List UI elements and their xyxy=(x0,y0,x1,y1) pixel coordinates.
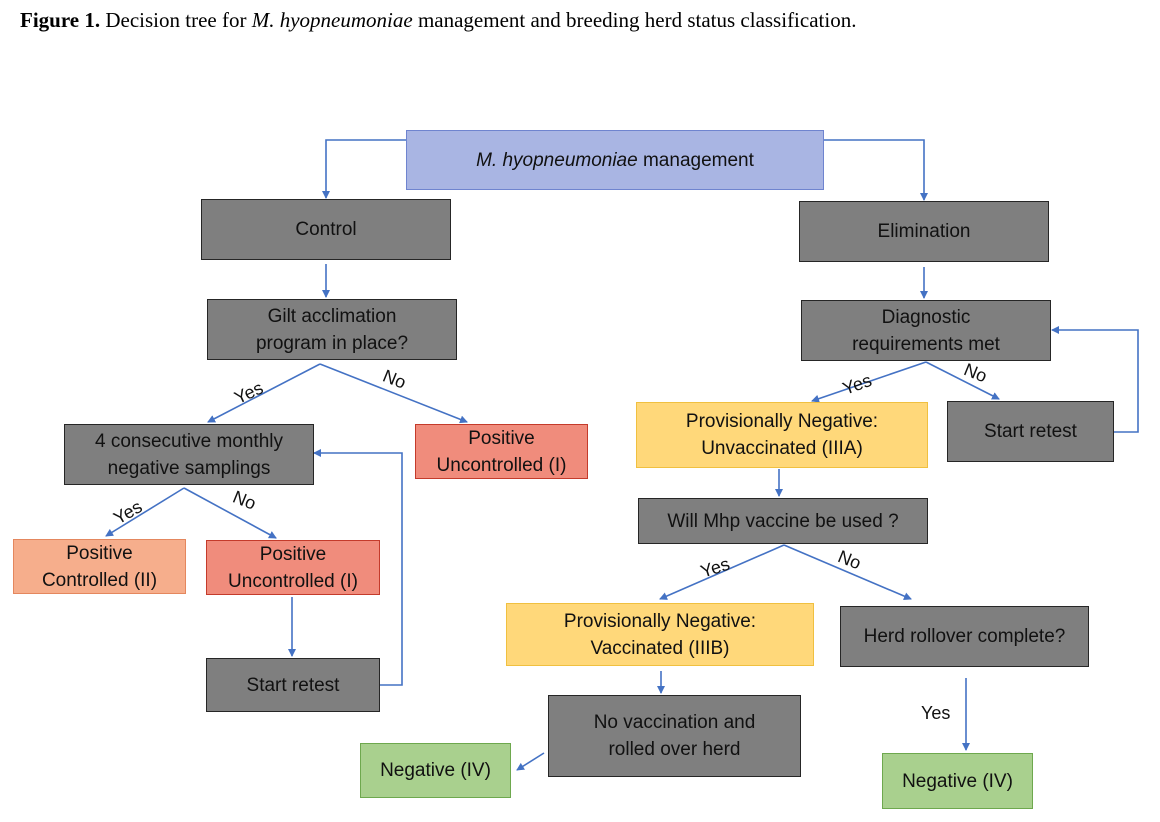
edge-label-rollover-yes: Yes xyxy=(921,703,950,723)
positive-controlled-line-1: Positive xyxy=(66,542,133,564)
diagnostic-question-line-2: requirements met xyxy=(852,333,1000,355)
edge-label-monthly-no: No xyxy=(230,487,259,514)
no-vaccination-line-1: No vaccination and xyxy=(593,712,756,733)
herd-rollover-label: Herd rollover complete? xyxy=(863,626,1066,647)
caption-text-after: management and breeding herd status clas… xyxy=(417,8,857,32)
negative-right-node: Negative (IV) xyxy=(882,753,1033,809)
caption-organism: M. hyopneumoniae xyxy=(251,8,413,32)
unvaccinated-line-2: Unvaccinated (IIIA) xyxy=(701,438,863,459)
start-retest-left-label: Start retest xyxy=(246,674,340,696)
vaccinated-line-1: Provisionally Negative: xyxy=(563,610,757,632)
start-retest-right-label: Start retest xyxy=(984,421,1077,442)
positive-controlled-node: Positive Controlled (II) xyxy=(13,539,186,594)
edge-retest-left-loop xyxy=(313,449,403,686)
positive-uncontrolled-bottom-line-2: Uncontrolled (I) xyxy=(228,570,358,592)
start-retest-left-node: Start retest xyxy=(206,658,380,712)
gilt-question-line-1: Gilt acclimation xyxy=(267,305,397,327)
unvaccinated-line-1: Provisionally Negative: xyxy=(685,411,879,432)
root-organism: M. hyopneumoniae xyxy=(476,149,638,171)
edge-vaccine-no xyxy=(783,544,912,600)
control-label: Control xyxy=(295,219,357,240)
edge-label-vaccine-yes: Yes xyxy=(698,554,732,582)
edge-label-diag-yes: Yes xyxy=(840,370,874,399)
edge-gilt-yes xyxy=(207,363,321,423)
provisionally-negative-unvaccinated-node: Provisionally Negative: Unvaccinated (II… xyxy=(636,402,928,468)
diagnostic-question-node: Diagnostic requirements met xyxy=(801,300,1051,361)
monthly-samplings-line-2: negative samplings xyxy=(107,457,271,479)
no-vaccination-line-2: rolled over herd xyxy=(608,739,741,760)
vaccinated-line-2: Vaccinated (IIIB) xyxy=(590,637,730,659)
control-node: Control xyxy=(201,199,451,260)
elimination-label: Elimination xyxy=(877,221,971,242)
edge-diag-no xyxy=(925,361,1000,400)
negative-left-label: Negative (IV) xyxy=(380,760,491,781)
edge-monthly-yes xyxy=(105,487,185,537)
positive-controlled-line-2: Controlled (II) xyxy=(41,569,158,591)
edge-gilt-no xyxy=(319,363,468,424)
monthly-samplings-line-1: 4 consecutive monthly xyxy=(95,430,283,452)
caption-text-before: Decision tree for xyxy=(105,8,247,32)
gilt-question-node: Gilt acclimation program in place? xyxy=(207,299,457,360)
positive-uncontrolled-top-line-1: Positive xyxy=(468,427,535,449)
root-rest: management xyxy=(642,149,754,171)
no-vaccination-rolled-node: No vaccination and rolled over herd xyxy=(548,695,801,777)
herd-rollover-question-node: Herd rollover complete? xyxy=(840,606,1089,667)
root-node: M. hyopneumoniae management xyxy=(406,130,824,190)
positive-uncontrolled-node-bottom: Positive Uncontrolled (I) xyxy=(206,540,380,595)
edge-vaccine-yes xyxy=(659,544,785,600)
positive-uncontrolled-node-top: Positive Uncontrolled (I) xyxy=(415,424,588,479)
start-retest-right-node: Start retest xyxy=(947,401,1114,462)
negative-left-node: Negative (IV) xyxy=(360,743,511,798)
figure-label: Figure 1. xyxy=(20,8,101,32)
figure-caption: Figure 1. Decision tree for M. hyopneumo… xyxy=(20,8,856,33)
elimination-node: Elimination xyxy=(799,201,1049,262)
vaccine-question-node: Will Mhp vaccine be used ? xyxy=(638,498,928,544)
edge-retest-right-loop xyxy=(1051,326,1139,433)
positive-uncontrolled-bottom-line-1: Positive xyxy=(259,543,327,565)
edge-monthly-no xyxy=(183,487,277,539)
edge-label-monthly-yes: Yes xyxy=(110,496,145,528)
edge-label-gilt-yes: Yes xyxy=(231,378,266,409)
edge-root-to-elimination xyxy=(824,139,928,201)
edge-novacc-to-negative xyxy=(516,752,545,771)
negative-right-label: Negative (IV) xyxy=(902,770,1013,792)
diagnostic-question-line-1: Diagnostic xyxy=(881,306,971,328)
monthly-samplings-node: 4 consecutive monthly negative samplings xyxy=(64,424,314,485)
vaccine-question-label: Will Mhp vaccine be used ? xyxy=(667,510,899,532)
edge-diag-yes xyxy=(811,361,927,403)
gilt-question-line-2: program in place? xyxy=(255,332,409,354)
edge-root-to-control xyxy=(322,139,406,199)
positive-uncontrolled-top-line-2: Uncontrolled (I) xyxy=(436,454,567,476)
provisionally-negative-vaccinated-node: Provisionally Negative: Vaccinated (IIIB… xyxy=(506,603,814,666)
